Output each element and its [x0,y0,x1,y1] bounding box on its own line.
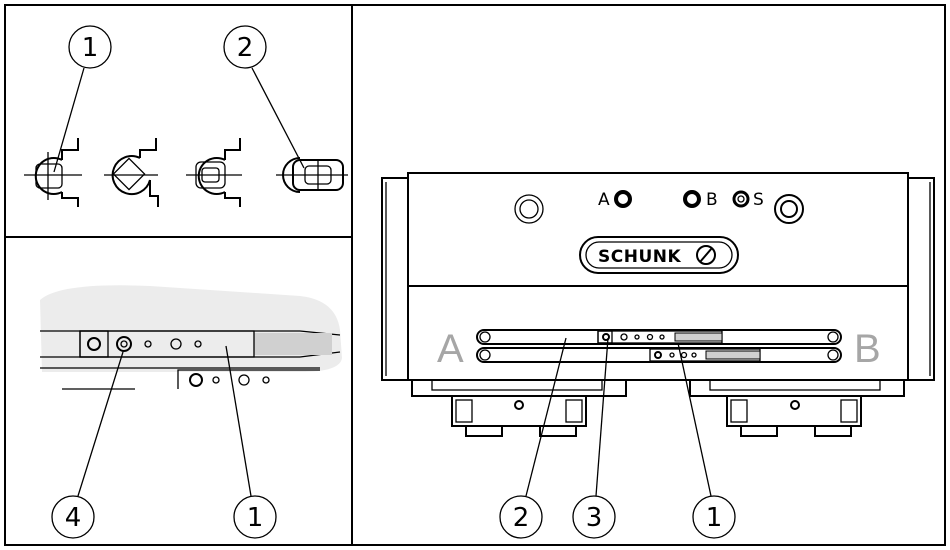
schunk-logo: SCHUNK [579,236,739,274]
callout-2-right-label: 2 [513,503,530,533]
callout-3-right: 3 [572,337,616,539]
port-label-b: B [706,190,718,210]
brand-label: SCHUNK [598,247,681,267]
plug-left [514,194,544,224]
bottom-left-panel: 4 1 [40,285,342,539]
side-label-b: B [854,327,881,371]
rail-upper [476,329,842,345]
sensor-symbol-2 [104,138,159,207]
port-b [683,190,701,208]
callout-1-right: 1 [677,342,736,539]
callout-1-bottom-left: 1 [225,345,277,539]
callout-2-right: 2 [499,337,567,539]
callout-4-bottom-left: 4 [51,351,124,539]
callout-1-top-label: 1 [82,33,99,63]
callout-2-top: 2 [223,25,305,169]
outer-border [4,4,946,546]
port-a [614,190,632,208]
callout-2-top-label: 2 [237,33,254,63]
port-s [732,190,750,208]
sensor-symbol-1 [24,138,82,207]
port-label-a: A [598,190,610,210]
callout-1-top: 1 [53,25,112,173]
callout-3-right-label: 3 [586,503,603,533]
callout-1-right-label: 1 [706,503,723,533]
base-mount-left [411,379,627,437]
callout-4-label: 4 [65,503,82,533]
base-mount-right [689,379,905,437]
rail-lower [476,347,842,363]
photo-clip-background [40,285,342,372]
port-label-s: S [753,190,764,210]
panel-frame [4,4,946,546]
side-label-a: A [437,327,464,371]
right-panel: A B S SCHUNK A B [381,172,935,539]
callout-1-bottom-left-label: 1 [247,503,264,533]
top-left-panel: 1 2 [24,25,348,207]
sensor-symbol-4 [276,157,348,193]
sensor-symbol-3 [186,138,242,207]
brand-swirl-icon [696,245,716,265]
gripper-body [407,172,909,381]
plug-right [774,194,804,224]
